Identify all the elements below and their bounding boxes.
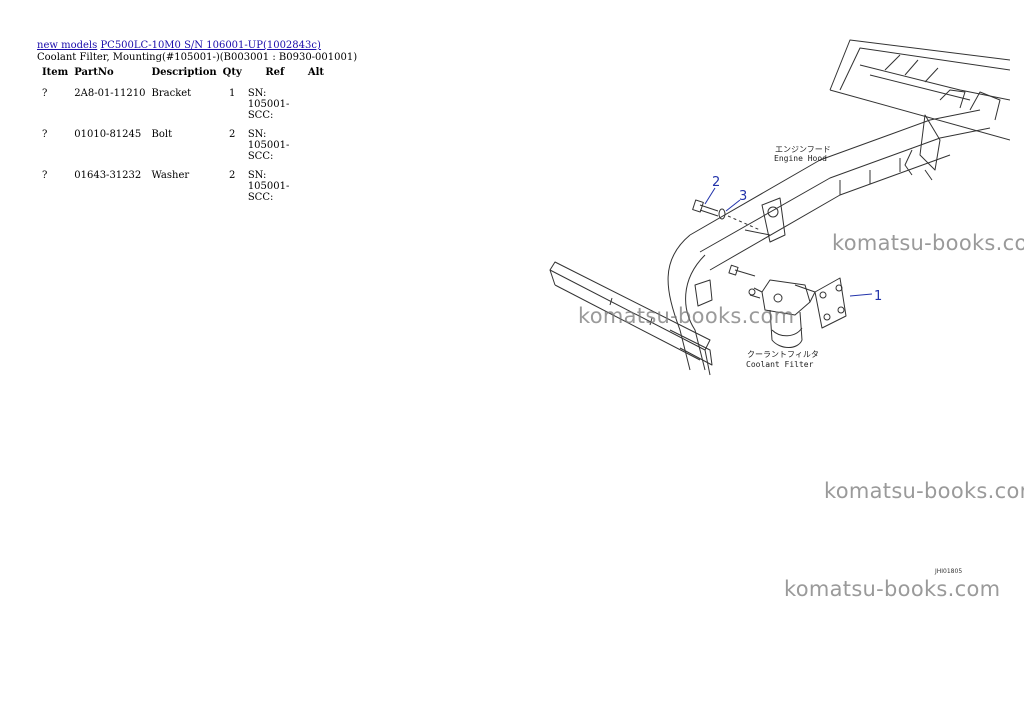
cell-partno: 2A8-01-11210	[74, 88, 146, 99]
callout-3: 3	[739, 189, 747, 204]
header-ref: Ref	[265, 67, 285, 78]
cell-ref: SN: 105001-SCC:	[247, 129, 290, 162]
cell-partno: 01643-31232	[74, 170, 142, 181]
header-item: Item	[42, 67, 69, 78]
label-coolant-filter-jp: クーラントフィルタ	[747, 350, 819, 359]
table-header-row: Item PartNo Description Qty Ref Alt	[36, 66, 331, 84]
cell-ref: SN: 105001-SCC:	[247, 88, 290, 121]
cell-qty: 2	[229, 170, 236, 181]
breadcrumb-link-model[interactable]: PC500LC-10M0 S/N 106001-UP(1002843c)	[100, 40, 321, 51]
table-row: ? 01010-81245 Bolt 2 SN: 105001-SCC:	[36, 125, 331, 166]
page-title: Coolant Filter, Mounting(#105001-)(B0030…	[37, 52, 358, 63]
parts-table: Item PartNo Description Qty Ref Alt ? 2A…	[36, 66, 331, 207]
header-partno: PartNo	[74, 67, 114, 78]
breadcrumb-link-new-models[interactable]: new models	[37, 40, 98, 51]
frame-rail	[689, 109, 991, 271]
cell-item: ?	[42, 129, 48, 140]
label-coolant-filter-en: Coolant Filter	[746, 360, 814, 369]
lower-frame	[549, 261, 713, 376]
cell-alt	[305, 84, 331, 125]
watermark: komatsu-books.com	[784, 577, 1001, 601]
callout-2: 2	[712, 175, 720, 190]
table-row: ? 01643-31232 Washer 2 SN: 105001-SCC:	[36, 166, 331, 207]
cell-item: ?	[42, 88, 48, 99]
parts-diagram: 2 3 1 エンジンフード Engine Hood クーラントフィルタ Cool…	[549, 39, 1010, 575]
frame-pipe	[667, 234, 713, 371]
header-alt: Alt	[307, 67, 324, 78]
watermark: komatsu-books.com	[832, 231, 1024, 255]
breadcrumb: new models PC500LC-10M0 S/N 106001-UP(10…	[37, 40, 321, 52]
bolt-and-washer	[692, 199, 761, 277]
header-description: Description	[151, 67, 217, 78]
bracket-tab	[744, 197, 786, 243]
watermark: komatsu-books.com	[824, 479, 1024, 503]
cell-alt	[305, 125, 331, 166]
cell-qty: 1	[229, 88, 236, 99]
drawing-id: JHI01805	[934, 568, 962, 575]
cell-qty: 2	[229, 129, 236, 140]
label-engine-hood-en: Engine Hood	[774, 154, 827, 163]
table-row: ? 2A8-01-11210 Bracket 1 SN: 105001-SCC:	[36, 84, 331, 125]
cell-ref: SN: 105001-SCC:	[247, 170, 290, 203]
cell-item: ?	[42, 170, 48, 181]
watermark: komatsu-books.com	[578, 304, 795, 328]
header-qty: Qty	[222, 67, 242, 78]
cell-description: Bolt	[151, 129, 173, 140]
cell-partno: 01010-81245	[74, 129, 142, 140]
engine-hood-frame	[829, 39, 1010, 141]
callout-1: 1	[874, 289, 882, 304]
mounting-bracket	[794, 277, 847, 329]
label-engine-hood-jp: エンジンフード	[775, 145, 831, 154]
cell-description: Washer	[151, 170, 190, 181]
cell-alt	[305, 166, 331, 207]
cell-description: Bracket	[151, 88, 192, 99]
